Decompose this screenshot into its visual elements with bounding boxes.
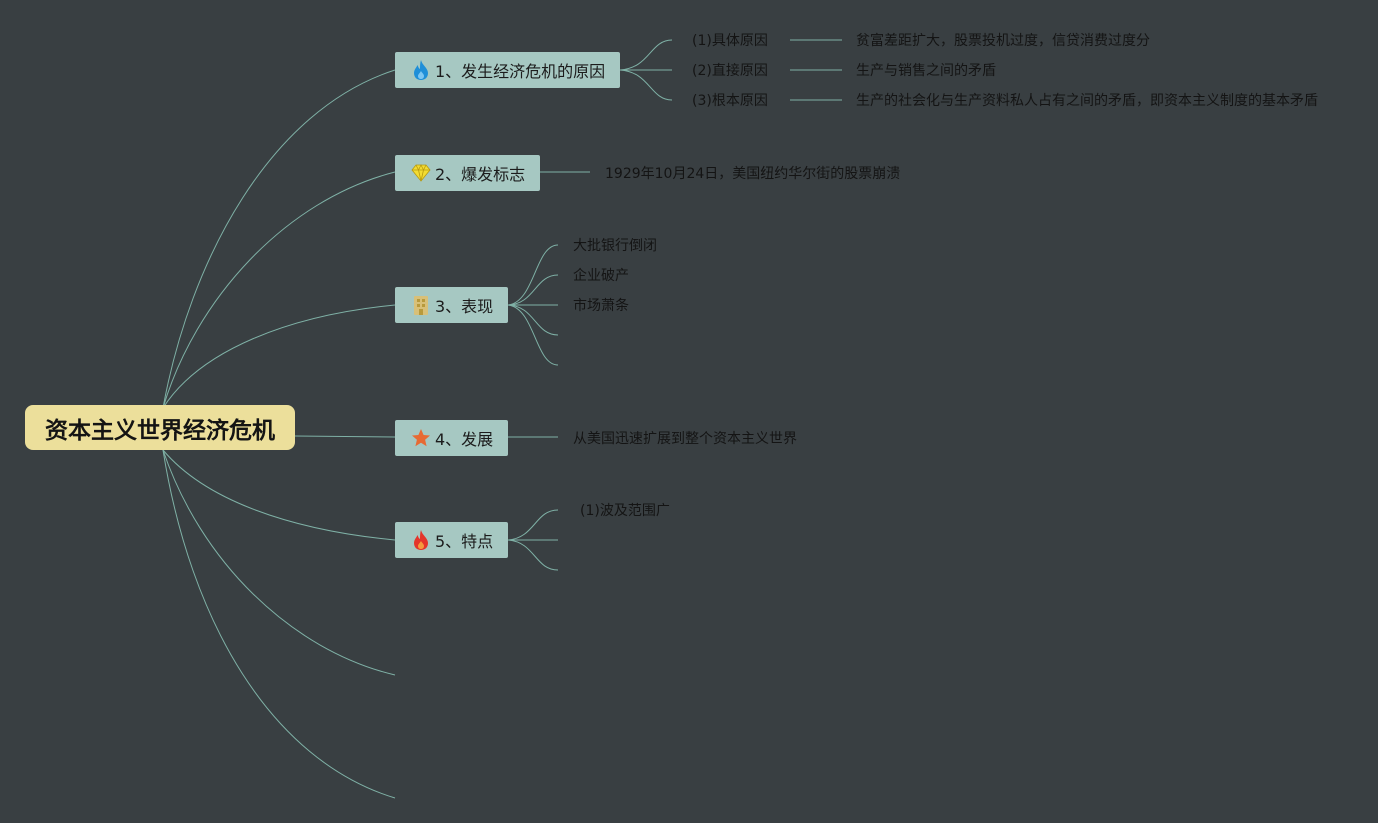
topic-characteristics[interactable]: 5、特点 (395, 522, 508, 558)
manifestation-market-slump[interactable]: 市场萧条 (573, 298, 629, 314)
topic-manifestation[interactable]: 3、表现 (395, 287, 508, 323)
cause-direct-detail[interactable]: 生产与销售之间的矛盾 (856, 63, 996, 79)
cause-specific[interactable]: (1)具体原因 (692, 33, 768, 49)
characteristic-wide-scope[interactable]: (1)波及范围广 (580, 503, 670, 519)
topic-outbreak-sign-label: 2、爆发标志 (435, 165, 526, 184)
root-topic-label: 资本主义世界经济危机 (45, 417, 275, 444)
topic-development[interactable]: 4、发展 (395, 420, 508, 456)
building-icon (411, 294, 431, 316)
connector-topic-5-child-1 (507, 509, 559, 541)
fire-blue-icon (411, 59, 431, 81)
connector-root-topic-5 (162, 449, 396, 541)
topic-characteristics-label: 5、特点 (435, 532, 494, 551)
cause-fundamental-detail[interactable]: 生产的社会化与生产资料私人占有之间的矛盾，即资本主义制度的基本矛盾 (856, 93, 1318, 109)
diamond-icon (411, 162, 431, 184)
outbreak-sign-detail[interactable]: 1929年10月24日，美国纽约华尔街的股票崩溃 (605, 166, 901, 182)
connector-topic-3-child-1 (507, 244, 559, 306)
cause-fundamental[interactable]: (3)根本原因 (692, 93, 768, 109)
topic-outbreak-sign[interactable]: 2、爆发标志 (395, 155, 540, 191)
manifestation-bank-failures[interactable]: 大批银行倒闭 (573, 238, 657, 254)
star-icon (411, 427, 431, 449)
connector-topic-3-empty-1 (507, 304, 559, 336)
connector-root-topic-1 (162, 69, 396, 409)
connector-root-topic-3 (162, 304, 396, 409)
topic-development-label: 4、发展 (435, 430, 494, 449)
cause-specific-detail[interactable]: 贫富差距扩大，股票投机过度，信贷消费过度分 (856, 33, 1150, 49)
connector-topic-1-child-3 (619, 69, 673, 101)
connector-root-topic-4 (294, 435, 396, 438)
manifestation-bankruptcy[interactable]: 企业破产 (573, 268, 629, 284)
connector-topic-1-child-1 (619, 39, 673, 71)
topic-causes[interactable]: 1、发生经济危机的原因 (395, 52, 620, 88)
root-topic[interactable]: 资本主义世界经济危机 (25, 405, 295, 450)
topic-manifestation-label: 3、表现 (435, 297, 494, 316)
development-detail[interactable]: 从美国迅速扩展到整个资本主义世界 (573, 431, 797, 447)
connector-topic-3-child-2 (507, 274, 559, 306)
topic-causes-label: 1、发生经济危机的原因 (435, 62, 606, 81)
connector-topic-3-empty-2 (507, 304, 559, 366)
connector-root-empty-1 (162, 449, 396, 676)
connector-root-empty-2 (162, 449, 396, 799)
fire-red-icon (411, 529, 431, 551)
cause-direct[interactable]: (2)直接原因 (692, 63, 768, 79)
connector-root-topic-2 (162, 171, 396, 409)
connector-topic-5-empty-2 (507, 539, 559, 571)
